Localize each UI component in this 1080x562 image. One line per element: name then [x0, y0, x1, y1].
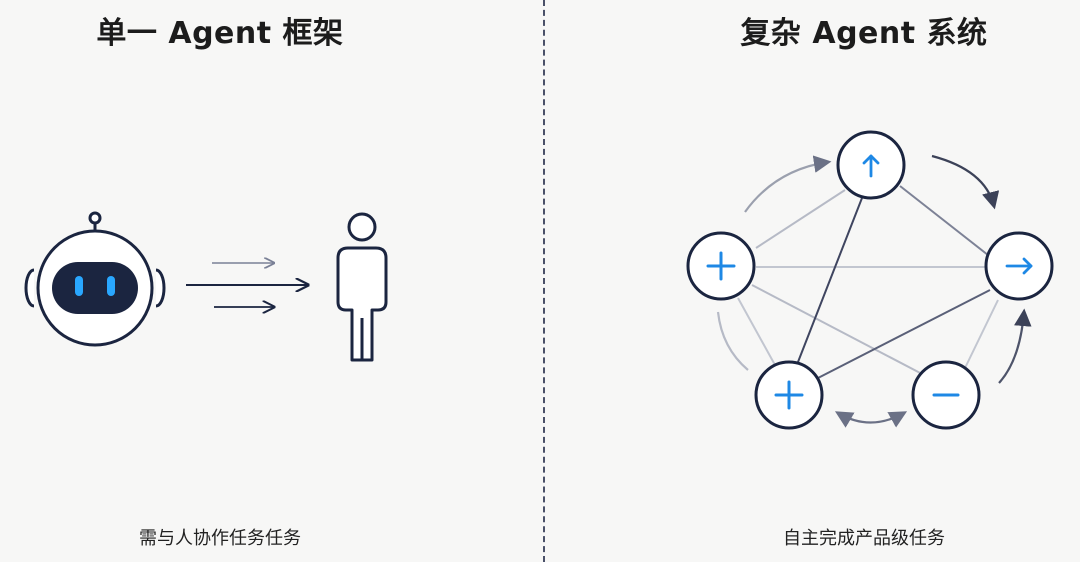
right-panel-title: 复杂 Agent 系统: [740, 16, 988, 51]
robot-icon: [24, 211, 166, 347]
transfer-arrows: [186, 263, 308, 307]
right-panel-caption: 自主完成产品级任务: [783, 528, 945, 549]
node-up: [836, 130, 906, 200]
network-flow-arrows: [716, 154, 1032, 428]
node-right: [984, 231, 1054, 301]
person-icon: [336, 212, 388, 362]
up-arrow-icon: [862, 154, 880, 178]
node-minus: [911, 360, 981, 430]
left-panel-title: 单一 Agent 框架: [96, 16, 344, 51]
right-arrow-icon: [1005, 257, 1033, 275]
plus-icon: [706, 251, 736, 281]
network-connections: [737, 185, 999, 379]
plus-icon: [774, 380, 804, 410]
node-plus-left: [686, 231, 756, 301]
left-panel-caption: 需与人协作任务任务: [139, 528, 301, 549]
panel-divider: [543, 0, 545, 562]
node-plus-bottom: [754, 360, 824, 430]
